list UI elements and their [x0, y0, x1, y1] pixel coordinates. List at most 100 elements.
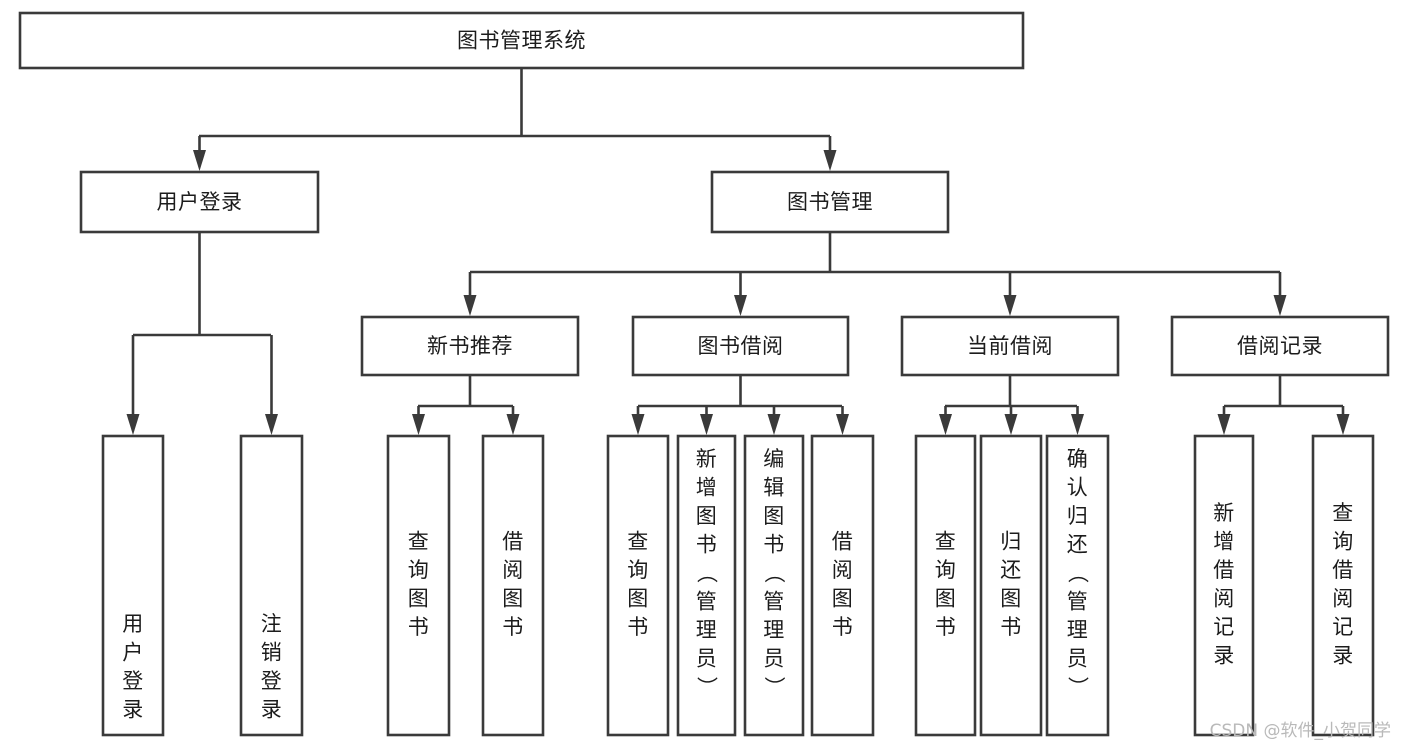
node-box-leaf-edit-book[interactable]	[743, 434, 805, 737]
node-box-borrow-record[interactable]	[1170, 315, 1390, 377]
node-label-char: 编	[763, 447, 785, 471]
node-label-char: 理	[1067, 618, 1089, 642]
csdn-watermark: CSDN @软件_小贺同学	[1209, 721, 1391, 741]
node-label-char: ）	[1066, 676, 1090, 698]
node-box-book-manage[interactable]	[710, 170, 950, 234]
node-label-char: 增	[1213, 530, 1235, 554]
node-layer: 图书管理系统用户登录图书管理新书推荐图书借阅当前借阅借阅记录用户登录注销登录查询…	[18, 11, 1390, 737]
node-current-borrow[interactable]: 当前借阅	[900, 315, 1120, 377]
node-box-leaf-user-login[interactable]	[101, 434, 165, 737]
arrow-head-user-login	[193, 150, 206, 171]
node-label-char: 注	[261, 612, 283, 636]
node-book-manage[interactable]: 图书管理	[710, 170, 950, 234]
node-box-current-borrow[interactable]	[900, 315, 1120, 377]
node-new-book-rec[interactable]: 新书推荐	[360, 315, 580, 377]
edge-group-current-borrow	[939, 375, 1084, 435]
node-label-char: ）	[762, 676, 786, 698]
node-label-char: 询	[408, 558, 430, 582]
node-box-root[interactable]	[18, 11, 1025, 70]
node-label-char: 图	[696, 504, 718, 528]
node-label-char: 用	[122, 612, 144, 636]
arrow-head-current-borrow	[1003, 295, 1017, 316]
node-label-char: 员	[763, 647, 785, 671]
node-label-char: 查	[935, 530, 957, 554]
node-label-char: ）	[695, 676, 719, 698]
node-box-book-borrow[interactable]	[631, 315, 850, 377]
node-box-leaf-logout[interactable]	[239, 434, 304, 737]
node-label-char: 图	[832, 587, 854, 611]
node-label-char: 增	[696, 476, 718, 500]
node-label-char: 登	[122, 669, 144, 693]
node-label-char: 录	[261, 698, 283, 722]
node-label-new-book-rec: 新书推荐	[427, 334, 513, 358]
node-root[interactable]: 图书管理系统	[18, 11, 1025, 70]
edge-group-new-book-rec	[412, 375, 520, 435]
node-label-char: 借	[1332, 558, 1354, 582]
node-label-char: 书	[696, 533, 718, 557]
node-box-user-login[interactable]	[79, 170, 320, 234]
node-label-char: 书	[627, 615, 649, 639]
connector-layer	[126, 68, 1350, 435]
node-label-char: 确	[1067, 447, 1089, 471]
node-box-leaf-query-book-rec[interactable]	[386, 434, 451, 737]
node-box-leaf-confirm-return[interactable]	[1045, 434, 1110, 737]
node-label-char: 归	[1000, 530, 1022, 554]
node-label-char: 图	[502, 587, 524, 611]
node-box-leaf-borrow-book[interactable]	[810, 434, 875, 737]
node-label-char: 管	[763, 590, 785, 614]
arrow-head-leaf-query-book-borrow	[631, 414, 645, 435]
arrow-head-leaf-borrow-book-rec	[506, 414, 520, 435]
arrow-head-new-book-rec	[463, 295, 477, 316]
arrow-head-leaf-return-book	[1004, 414, 1018, 435]
node-label-char: 户	[122, 641, 144, 665]
node-label-char: 查	[408, 530, 430, 554]
node-label-char: 新	[1213, 501, 1235, 525]
node-box-leaf-return-book[interactable]	[979, 434, 1043, 737]
node-box-leaf-borrow-book-rec[interactable]	[481, 434, 545, 737]
arrow-head-leaf-edit-book	[767, 414, 781, 435]
edge-group-borrow-record	[1217, 375, 1350, 435]
arrow-head-borrow-record	[1273, 295, 1287, 316]
arrow-head-leaf-query-book-rec	[412, 414, 425, 435]
node-leaf-user-login[interactable]: 用户登录	[101, 434, 165, 737]
node-box-leaf-query-book-cur[interactable]	[914, 434, 977, 737]
arrow-head-book-borrow	[734, 295, 747, 316]
node-book-borrow[interactable]: 图书借阅	[631, 315, 850, 377]
edge-group-root	[193, 68, 837, 171]
node-label-char: 还	[1000, 558, 1022, 582]
node-label-char: 销	[261, 641, 283, 665]
node-label-char: 书	[832, 615, 854, 639]
node-label-root: 图书管理系统	[457, 29, 586, 53]
node-box-leaf-add-record[interactable]	[1193, 434, 1255, 737]
node-label-char: 查	[1332, 501, 1354, 525]
node-label-char: 新	[696, 447, 718, 471]
arrow-head-leaf-query-book-cur	[939, 414, 952, 435]
node-borrow-record[interactable]: 借阅记录	[1170, 315, 1390, 377]
node-user-login[interactable]: 用户登录	[79, 170, 320, 234]
node-label-char: 阅	[1213, 587, 1235, 611]
arrow-head-leaf-logout	[265, 414, 278, 435]
node-box-new-book-rec[interactable]	[360, 315, 580, 377]
node-box-leaf-query-record[interactable]	[1311, 434, 1375, 737]
node-label-char: 借	[502, 530, 524, 554]
node-label-char: 管	[1067, 590, 1089, 614]
node-label-char: 管	[696, 590, 718, 614]
node-label-char: 还	[1067, 533, 1089, 557]
edge-group-book-manage	[463, 232, 1287, 316]
node-box-leaf-query-book-borrow[interactable]	[606, 434, 670, 737]
node-box-leaf-add-book[interactable]	[676, 434, 737, 737]
